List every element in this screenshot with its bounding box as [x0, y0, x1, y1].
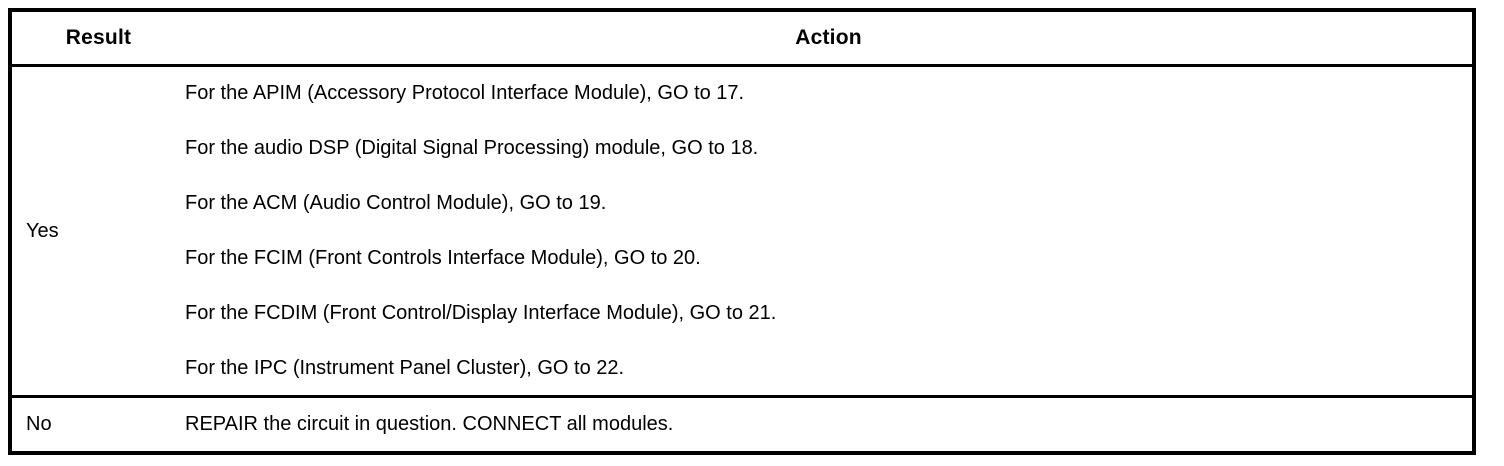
list-item: For the audio DSP (Digital Signal Proces…: [185, 137, 759, 159]
list-item: For the APIM (Accessory Protocol Interfa…: [185, 82, 745, 104]
list-item: For the ACM (Audio Control Module), GO t…: [185, 192, 607, 214]
list-item: For the IPC (Instrument Panel Cluster), …: [185, 357, 625, 379]
column-header-action: Action: [185, 12, 1472, 67]
results-actions-table: Result Action Yes For the APIM (Accessor…: [12, 12, 1472, 451]
action-cell-no: REPAIR the circuit in question. CONNECT …: [185, 396, 1472, 451]
table-row: Yes For the APIM (Accessory Protocol Int…: [12, 65, 1472, 398]
action-step-list: For the APIM (Accessory Protocol Interfa…: [185, 82, 1472, 379]
diagnostic-decision-table: Result Action Yes For the APIM (Accessor…: [8, 8, 1476, 455]
result-label-no: No: [26, 413, 52, 436]
result-cell-yes: Yes: [12, 65, 185, 398]
result-label-yes: Yes: [26, 219, 59, 242]
table-row: No REPAIR the circuit in question. CONNE…: [12, 396, 1472, 451]
table-header-row: Result Action: [12, 12, 1472, 67]
column-header-action-label: Action: [795, 26, 862, 50]
action-cell-yes: For the APIM (Accessory Protocol Interfa…: [185, 65, 1472, 398]
list-item: For the FCIM (Front Controls Interface M…: [185, 247, 701, 269]
column-header-result: Result: [12, 12, 185, 67]
result-cell-no: No: [12, 396, 185, 451]
action-instruction: REPAIR the circuit in question. CONNECT …: [185, 413, 674, 436]
list-item: For the FCDIM (Front Control/Display Int…: [185, 302, 777, 324]
column-header-result-label: Result: [65, 26, 132, 50]
